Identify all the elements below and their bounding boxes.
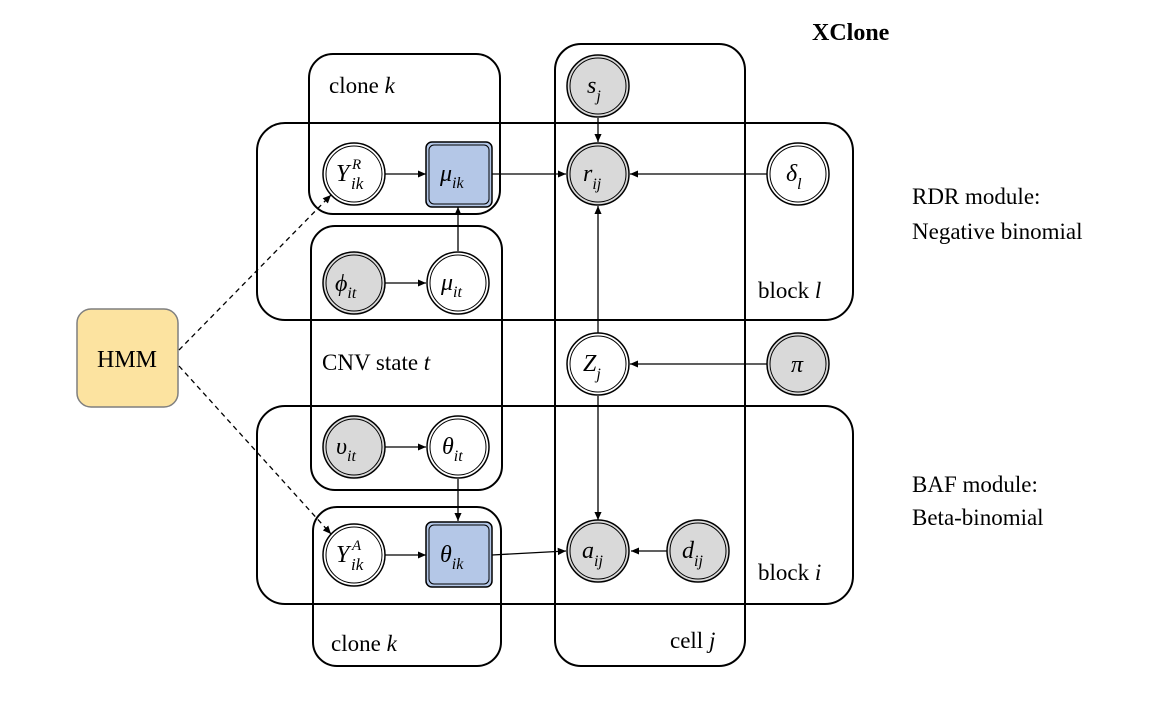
- plate-clone-top: [308, 53, 501, 215]
- svg-text:θik: θik: [440, 542, 464, 573]
- svg-text:μik: μik: [439, 161, 464, 192]
- node-Y-R-ik: Y R ik: [322, 142, 386, 206]
- plate-block-l: [256, 122, 854, 321]
- svg-text:ik: ik: [351, 555, 364, 574]
- plate-label-cell: cell j: [670, 628, 715, 653]
- node-Y-A-ik: Y A ik: [322, 523, 386, 587]
- node-delta-l: δl: [766, 142, 830, 206]
- plate-clone-bottom: [312, 506, 502, 667]
- svg-text:Y: Y: [336, 161, 352, 187]
- plate-label-cnv-state: CNV state t: [322, 350, 431, 375]
- svg-text:π: π: [791, 352, 804, 378]
- svg-text:dij: dij: [682, 538, 703, 570]
- plate-label-clone-top: clone k: [329, 73, 396, 98]
- node-r-ij: rij: [566, 142, 630, 206]
- plate-cell: [554, 43, 746, 667]
- rdr-module-label-line2: Negative binomial: [912, 219, 1083, 244]
- node-mu-it: μit: [426, 251, 490, 315]
- node-theta-it: θit: [426, 415, 490, 479]
- plate-block-i: [256, 405, 854, 605]
- node-theta-ik: θik: [425, 521, 493, 588]
- node-phi-it: ϕit: [322, 251, 386, 315]
- edge-hmm-to-YA: [178, 365, 332, 535]
- node-a-ij: aij: [566, 519, 630, 583]
- hmm-label: HMM: [97, 347, 157, 373]
- plate-label-block-i: block i: [758, 560, 821, 585]
- edge-hmm-to-YR: [178, 194, 332, 351]
- node-nu-it: υit: [322, 415, 386, 479]
- svg-text:δl: δl: [786, 161, 802, 193]
- node-s-j: sj: [566, 54, 630, 118]
- svg-text:R: R: [351, 157, 361, 173]
- baf-module-label-line1: BAF module:: [912, 472, 1038, 497]
- svg-text:Zj: Zj: [583, 351, 601, 383]
- svg-text:aij: aij: [582, 538, 603, 570]
- node-mu-ik: μik: [425, 141, 493, 208]
- rdr-module-label-line1: RDR module:: [912, 184, 1040, 209]
- svg-text:ϕit: ϕit: [335, 271, 357, 302]
- hmm-box: [76, 308, 179, 408]
- edge-thetaik-to-a: [491, 547, 567, 556]
- svg-text:υit: υit: [336, 434, 356, 465]
- plate-cnv-state: [310, 225, 503, 491]
- plate-label-block-l: block l: [758, 278, 821, 303]
- node-pi: π: [766, 332, 830, 396]
- svg-text:μit: μit: [440, 270, 462, 301]
- plate-label-clone-bottom: clone k: [331, 631, 398, 656]
- baf-module-label-line2: Beta-binomial: [912, 505, 1044, 530]
- svg-text:rij: rij: [583, 161, 602, 193]
- svg-text:sj: sj: [587, 73, 601, 105]
- svg-text:Y: Y: [336, 542, 352, 568]
- node-Z-j: Zj: [566, 332, 630, 396]
- node-d-ij: dij: [666, 519, 730, 583]
- diagram-title: XClone: [812, 20, 890, 46]
- svg-text:θit: θit: [442, 434, 463, 465]
- svg-text:A: A: [351, 538, 362, 554]
- svg-text:ik: ik: [351, 174, 364, 193]
